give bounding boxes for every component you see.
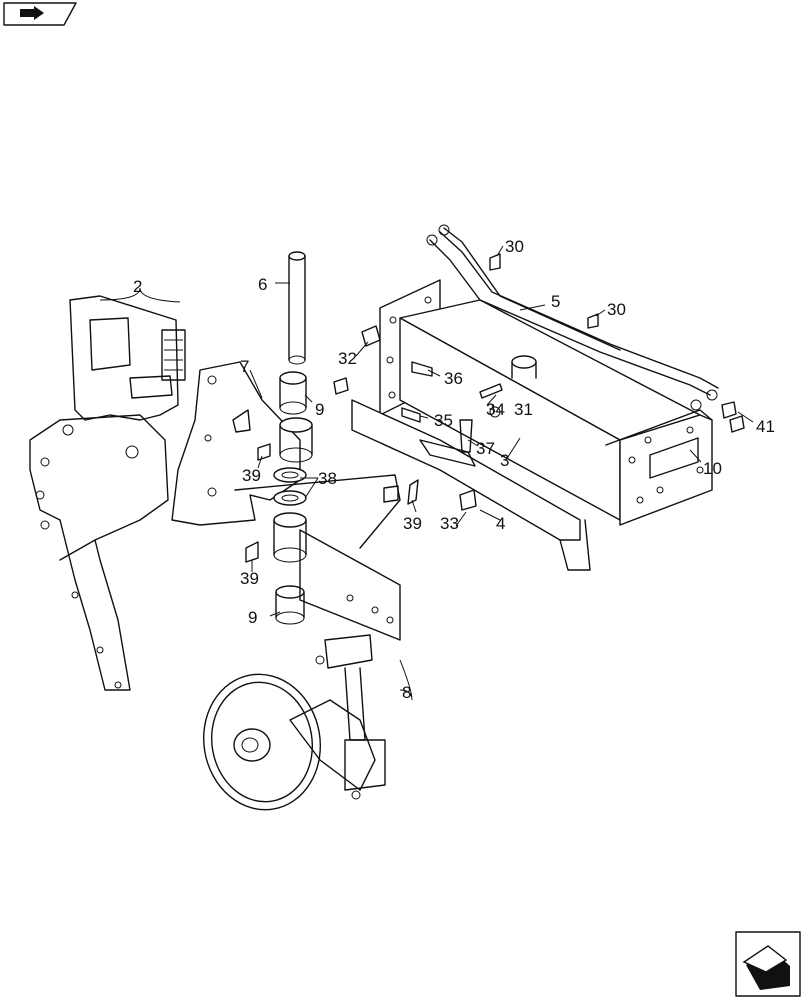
callout-6: 6 <box>258 275 267 294</box>
callout-2: 2 <box>133 277 142 296</box>
part-8-disc-assembly <box>202 634 386 811</box>
callout-3: 3 <box>500 451 509 470</box>
callout-8: 8 <box>402 683 411 702</box>
callout-39-left: 39 <box>242 466 261 485</box>
callout-7: 7 <box>240 357 249 376</box>
callout-36: 36 <box>444 369 463 388</box>
callout-9-upper: 9 <box>315 400 324 419</box>
callout-39-lower: 39 <box>240 569 259 588</box>
callout-4: 4 <box>496 514 505 533</box>
part-6-shaft <box>288 251 306 365</box>
part-3-housing <box>379 279 713 526</box>
part-4-support-bar <box>351 399 591 571</box>
arm-bar <box>234 474 401 641</box>
callout-31: 31 <box>514 400 533 419</box>
forward-page-icon[interactable] <box>735 931 801 997</box>
callout-30-right: 30 <box>607 300 626 319</box>
part-5-tubes <box>426 224 719 411</box>
back-arrow-icon[interactable] <box>3 2 77 26</box>
callout-33: 33 <box>440 514 459 533</box>
part-7-plate <box>171 361 301 526</box>
callout-41: 41 <box>756 417 775 436</box>
callout-labels: 2 6 7 9 39 38 39 9 39 33 4 3 37 35 34 31… <box>133 237 775 702</box>
callout-37: 37 <box>476 439 495 458</box>
hardware-pieces <box>245 253 745 563</box>
bushing-stack <box>273 371 313 625</box>
leader-lines <box>99 245 754 701</box>
callout-38: 38 <box>318 469 337 488</box>
callout-39-mid: 39 <box>403 514 422 533</box>
callout-34: 34 <box>486 400 505 419</box>
callout-9-lower: 9 <box>248 608 257 627</box>
callout-30-upper: 30 <box>505 237 524 256</box>
callout-10: 10 <box>703 459 722 478</box>
part-2-frame-bracket <box>29 295 186 691</box>
callout-32: 32 <box>338 349 357 368</box>
callout-35: 35 <box>434 411 453 430</box>
callout-5: 5 <box>551 292 560 311</box>
